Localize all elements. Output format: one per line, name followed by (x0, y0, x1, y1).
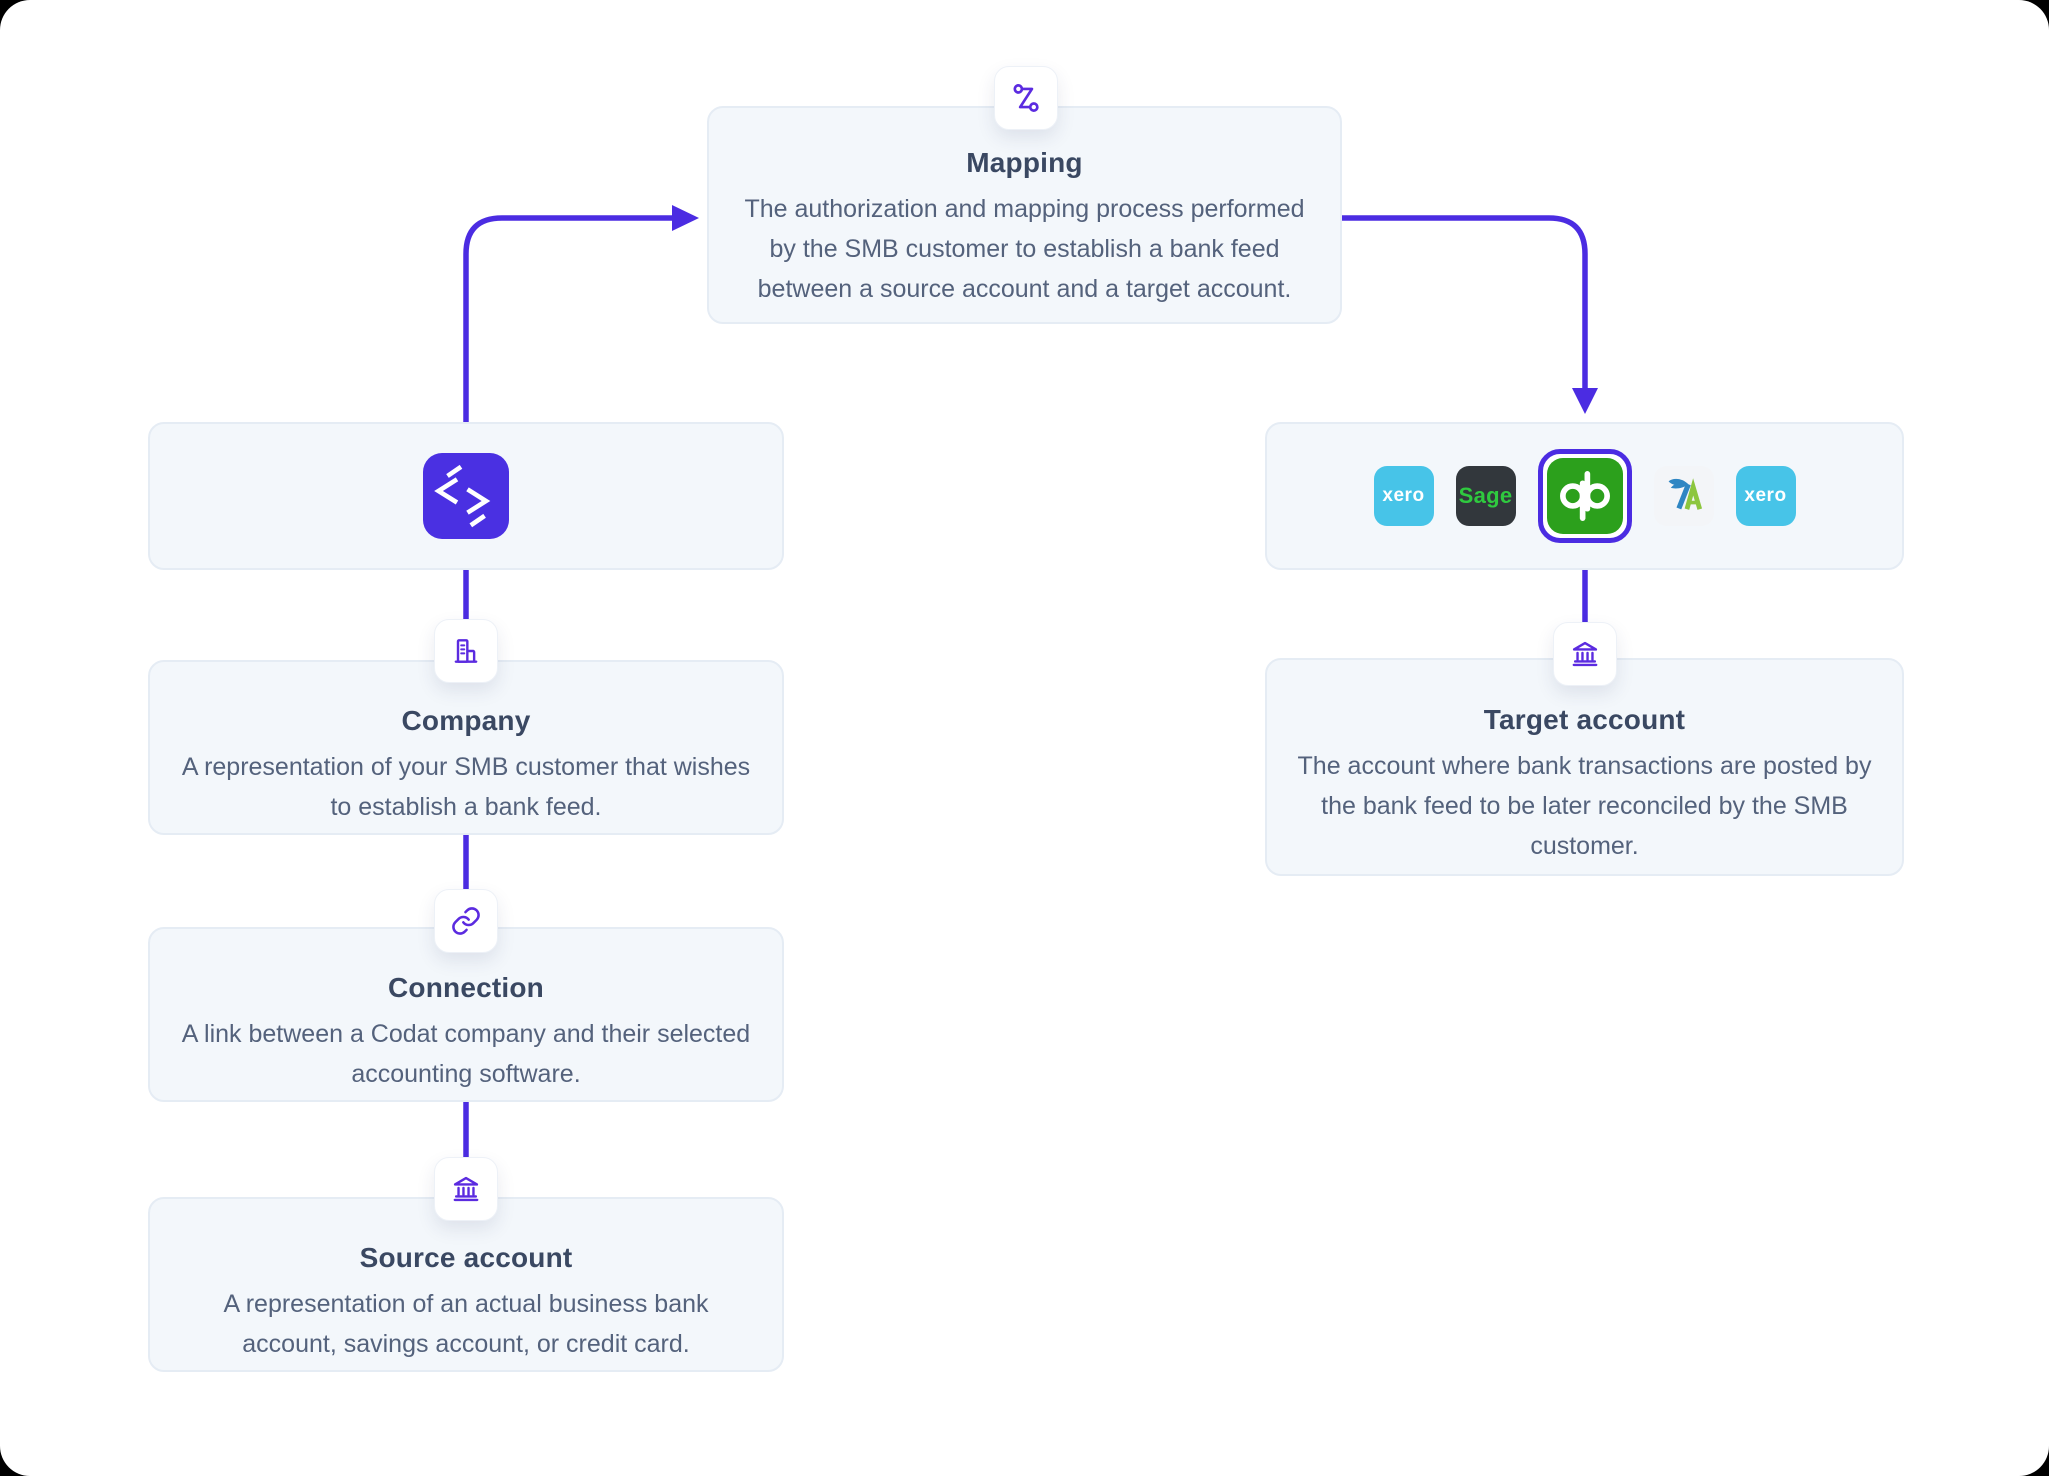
company-title: Company (401, 705, 531, 736)
platform-tile-sage[interactable]: Sage (1455, 466, 1516, 526)
link-icon (452, 907, 480, 935)
platform-tile-quickbooks[interactable] (1546, 458, 1623, 534)
company-building-icon (454, 639, 478, 663)
quickbooks-logo (1559, 471, 1610, 521)
source-account-description: A representation of an actual business b… (223, 1290, 709, 1358)
node-source-account: Source account A representation of an ac… (148, 1197, 784, 1372)
target-account-badge (1553, 622, 1617, 686)
bank-icon (453, 1176, 479, 1202)
source-account-badge (434, 1157, 498, 1221)
company-badge (434, 619, 498, 683)
codat-logo (423, 453, 509, 539)
company-description: A representation of your SMB customer th… (181, 753, 751, 821)
source-account-title: Source account (359, 1242, 573, 1273)
platform-logo-row: xero Sage xer (1265, 422, 1904, 570)
target-account-title: Target account (1483, 704, 1686, 735)
mapping-route-icon (1013, 84, 1039, 112)
node-company: Company A representation of your SMB cus… (148, 660, 784, 835)
connection-title: Connection (388, 972, 544, 1003)
platform-tile-xero[interactable]: xero (1373, 466, 1434, 526)
freeagent-logo (1668, 478, 1702, 510)
xero-wordmark: xero (1382, 485, 1425, 506)
xero-wordmark: xero (1744, 485, 1787, 506)
node-mapping: Mapping The authorization and mapping pr… (707, 106, 1342, 324)
node-target-account: Target account The account where bank tr… (1265, 658, 1904, 876)
mapping-description: The authorization and mapping process pe… (744, 195, 1305, 303)
target-account-description: The account where bank transactions are … (1297, 752, 1872, 860)
mapping-badge (994, 66, 1058, 130)
mapping-title: Mapping (966, 147, 1083, 178)
connection-badge (434, 889, 498, 953)
codat-logo-mark (434, 464, 491, 528)
sage-wordmark: Sage (1458, 483, 1513, 508)
selected-platform-ring (1537, 449, 1632, 543)
node-connection: Connection A link between a Codat compan… (148, 927, 784, 1102)
bank-icon (1572, 641, 1598, 667)
connection-description: A link between a Codat company and their… (181, 1020, 751, 1088)
platform-tile-xero-2[interactable]: xero (1735, 466, 1796, 526)
platform-tile-freeagent[interactable] (1653, 466, 1714, 526)
